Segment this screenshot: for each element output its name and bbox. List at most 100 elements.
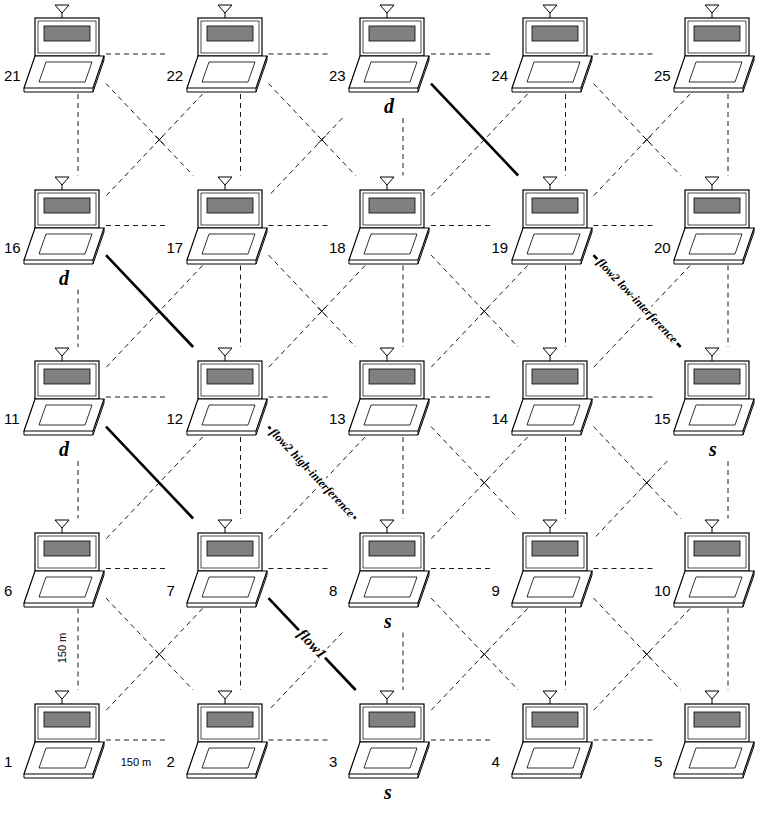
base-thickness (512, 228, 592, 264)
radio-link (269, 225, 330, 226)
base-thickness (187, 399, 267, 435)
base-thickness (187, 571, 267, 607)
laptop-node: 14 (492, 347, 594, 437)
radio-link (106, 397, 167, 398)
base-thickness (674, 56, 754, 92)
laptop-parts (187, 520, 267, 607)
antenna (543, 177, 557, 185)
laptop-base (674, 399, 754, 431)
radio-link (431, 54, 492, 55)
laptop-lid (523, 361, 587, 399)
laptop-base (512, 399, 592, 431)
laptop-base (349, 56, 429, 88)
lid-inner-edge (38, 193, 96, 225)
node-number: 24 (492, 68, 509, 83)
base-thickness (24, 56, 104, 92)
antenna-stem (62, 356, 63, 361)
laptop-parts (674, 5, 754, 92)
laptop-parts (24, 177, 104, 264)
base-thickness (512, 56, 592, 92)
node-number: 21 (4, 68, 21, 83)
node-number: 15 (654, 411, 671, 426)
distance-label: 150 m (57, 633, 68, 664)
laptop-lid (360, 704, 424, 742)
distance-label: 150 m (121, 757, 152, 768)
laptop-lid (523, 190, 587, 228)
antenna (218, 348, 232, 356)
radio-link (728, 609, 729, 691)
antenna (380, 177, 394, 185)
laptop-screen (694, 26, 740, 41)
laptop-screen (532, 712, 578, 727)
radio-link (565, 609, 566, 691)
base-thickness (187, 228, 267, 264)
radio-link (106, 84, 193, 176)
laptop-base (512, 228, 592, 260)
radio-link (240, 609, 241, 691)
node-number: 22 (167, 68, 184, 83)
radio-link (594, 397, 655, 398)
laptop-icon (329, 690, 431, 780)
radio-link (431, 598, 518, 690)
base-thickness (512, 399, 592, 435)
laptop-screen (369, 541, 415, 556)
laptop-node: 11d (4, 347, 106, 461)
base-thickness (24, 742, 104, 778)
laptop-base (674, 571, 754, 603)
laptop-lid (35, 533, 99, 571)
lid-inner-edge (201, 193, 259, 225)
lid-inner-edge (526, 707, 584, 739)
base-thickness (349, 399, 429, 435)
antenna-stem (224, 528, 225, 533)
laptop-screen (532, 26, 578, 41)
laptop-icon (4, 519, 106, 609)
laptop-screen (44, 26, 90, 41)
laptop-node: 17 (167, 176, 269, 266)
radio-link (106, 568, 167, 569)
keyboard (39, 577, 92, 597)
laptop-base (24, 228, 104, 260)
laptop-parts (349, 691, 429, 778)
flow-label: flow1 (293, 624, 331, 663)
lid-inner-edge (526, 21, 584, 53)
antenna (705, 5, 719, 13)
laptop-lid (35, 190, 99, 228)
radio-link (431, 225, 492, 226)
lid-inner-edge (363, 364, 421, 396)
radio-link (269, 266, 366, 368)
radio-link (431, 397, 492, 398)
laptop-node: 21 (4, 4, 106, 94)
radio-link (240, 437, 241, 519)
node-number: 2 (167, 754, 175, 769)
laptop-icon (4, 690, 106, 780)
laptop-parts (24, 691, 104, 778)
laptop-icon (167, 690, 269, 780)
antenna-stem (62, 528, 63, 533)
antenna (705, 348, 719, 356)
laptop-screen (694, 369, 740, 384)
antenna (218, 520, 232, 528)
radio-link (106, 598, 193, 690)
laptop-screen (44, 541, 90, 556)
laptop-node: 16d (4, 176, 106, 290)
base-thickness (187, 742, 267, 778)
laptop-screen (694, 198, 740, 213)
lid-inner-edge (38, 707, 96, 739)
laptop-parts (512, 348, 592, 435)
laptop-node: 9 (492, 519, 594, 609)
laptop-node: 1 (4, 690, 106, 780)
laptop-node: 6 (4, 519, 106, 609)
keyboard (364, 748, 417, 768)
radio-link (269, 397, 330, 398)
radio-link (728, 461, 729, 519)
radio-link (78, 609, 79, 691)
laptop-screen (532, 198, 578, 213)
laptop-base (24, 56, 104, 88)
antenna (380, 5, 394, 13)
keyboard (689, 577, 742, 597)
base-thickness (512, 571, 592, 607)
radio-link (78, 94, 79, 176)
radio-link (594, 225, 655, 226)
base-thickness (349, 742, 429, 778)
